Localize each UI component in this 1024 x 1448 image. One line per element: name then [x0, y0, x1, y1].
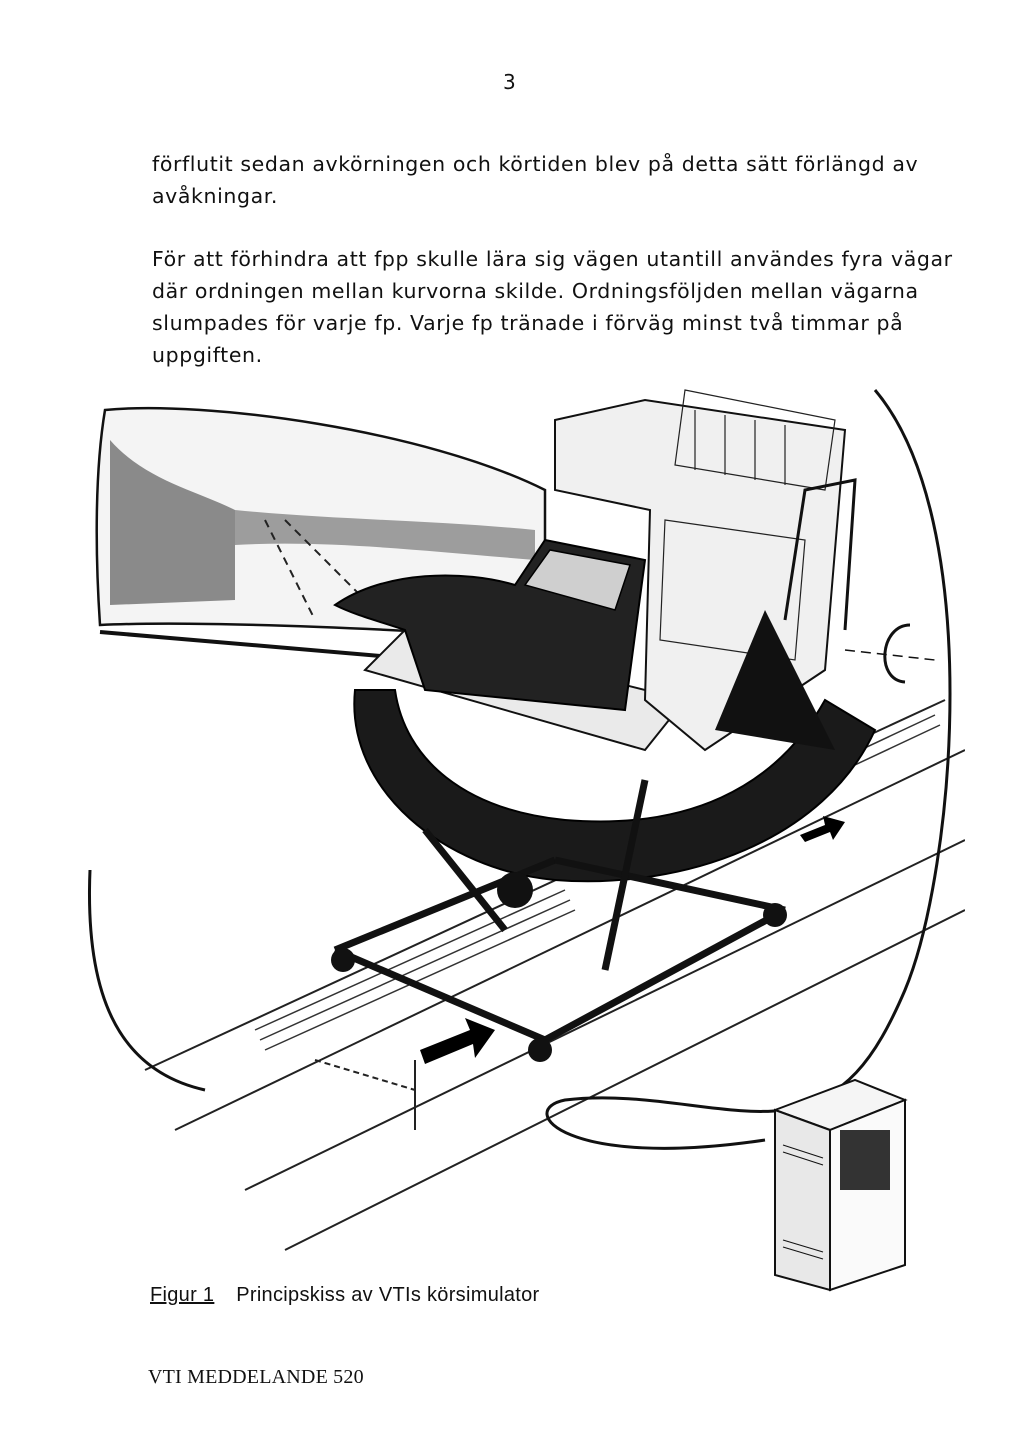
screen-landscape: [110, 440, 535, 605]
ladder-frame: [783, 478, 857, 631]
car-window: [523, 549, 631, 611]
control-cabinet: [772, 1078, 908, 1292]
simulator-illustration: [85, 370, 965, 1350]
simulator-drawing: [87, 389, 965, 1292]
motion-cradle: [353, 689, 877, 883]
rotation-icon: [844, 623, 936, 684]
paragraph-line: där ordningen mellan kurvorna skilde. Or…: [152, 279, 919, 303]
page-footer: VTI MEDDELANDE 520: [148, 1366, 364, 1388]
arrow-forward-icon: [800, 816, 845, 842]
paragraph-2: För att förhindra att fpp skulle lära si…: [152, 243, 953, 371]
caption-label: Figur 1: [150, 1284, 215, 1306]
paragraph-1: förflutit sedan avkörningen och körtiden…: [152, 148, 919, 212]
caption-text: Principskiss av VTIs körsimulator: [236, 1284, 540, 1306]
paragraph-line: avåkningar.: [152, 184, 279, 208]
paragraph-line: förflutit sedan avkörningen och körtiden…: [152, 152, 919, 176]
support-truss: [715, 610, 835, 750]
arrow-backward-icon: [420, 1018, 495, 1064]
page-number: 3: [503, 70, 516, 94]
cabinet-panel: [840, 1130, 890, 1190]
paragraph-line: uppgiften.: [152, 343, 263, 367]
paragraph-line: slumpades för varje fp. Varje fp tränade…: [152, 311, 904, 335]
figure-caption: Figur 1 Principskiss av VTIs körsimulato…: [150, 1284, 540, 1307]
carriage-wheels: [331, 872, 787, 1062]
carriage-frame: [333, 779, 787, 1044]
paragraph-line: För att förhindra att fpp skulle lära si…: [152, 247, 953, 271]
tower-detail: [659, 389, 836, 661]
